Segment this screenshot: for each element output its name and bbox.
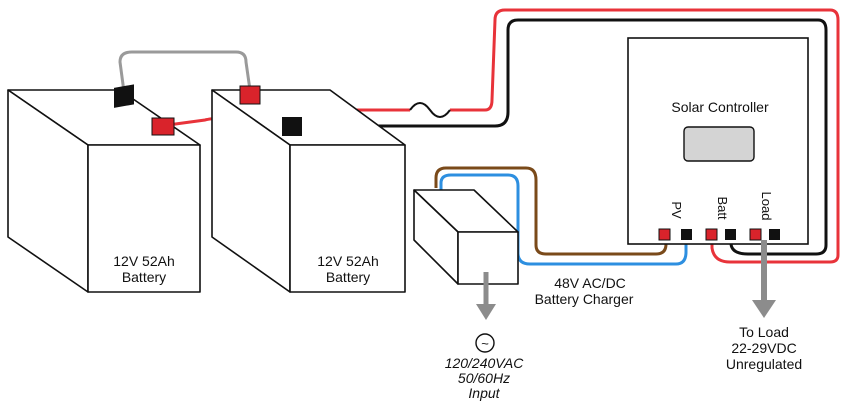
battery-right-line2: Battery — [326, 269, 370, 285]
battery-left: 12V 52Ah Battery — [7, 84, 201, 293]
charger-blue-wire — [439, 173, 688, 266]
battery-right: 12V 52Ah Battery — [211, 85, 406, 293]
negative-main-wire — [294, 18, 828, 256]
series-link-wire — [118, 50, 252, 93]
load-negative-terminal — [769, 229, 780, 240]
ac-symbol-icon — [475, 333, 495, 353]
down-arrow-icon — [752, 300, 776, 318]
load-line3: Unregulated — [726, 356, 802, 372]
terminal-label-pv: PV — [669, 201, 684, 219]
battery-left-line2: Battery — [122, 269, 166, 285]
ac-input-line2: 50/60Hz — [458, 370, 510, 386]
ac-input: ~ 120/240VAC 50/60Hz Input — [445, 272, 525, 401]
load-line1: To Load — [739, 324, 789, 340]
terminal-label-batt: Batt — [715, 196, 730, 220]
controller-title: Solar Controller — [671, 99, 769, 115]
negative-terminal-icon — [114, 84, 134, 108]
negative-terminal-icon — [282, 117, 302, 136]
positive-terminal-icon — [239, 85, 261, 105]
ac-input-line1: 120/240VAC — [445, 355, 525, 371]
charger-brown-wire — [434, 166, 668, 256]
terminal-label-load: Load — [759, 192, 774, 221]
wires — [118, 8, 840, 266]
battery-charger: 48V AC/DC Battery Charger — [413, 189, 634, 307]
load-output: To Load 22-29VDC Unregulated — [726, 240, 802, 372]
batt-positive-terminal — [705, 228, 718, 241]
controller-display — [683, 126, 755, 162]
ac-symbol: ~ — [481, 336, 489, 351]
battery-right-line1: 12V 52Ah — [317, 253, 379, 269]
load-line2: 22-29VDC — [731, 340, 796, 356]
down-arrow-icon — [476, 304, 496, 320]
batt-negative-terminal — [725, 229, 736, 240]
ac-input-line3: Input — [468, 385, 500, 401]
pv-negative-terminal — [681, 229, 692, 240]
pv-positive-terminal — [658, 228, 671, 241]
solar-controller: Solar Controller PV Batt Load — [627, 37, 809, 245]
fuse-icon — [409, 102, 451, 118]
positive-terminal-icon — [151, 117, 175, 136]
charger-line2: Battery Charger — [535, 291, 634, 307]
load-positive-terminal — [749, 228, 762, 241]
charger-line1: 48V AC/DC — [554, 275, 626, 291]
battery-left-line1: 12V 52Ah — [113, 253, 175, 269]
